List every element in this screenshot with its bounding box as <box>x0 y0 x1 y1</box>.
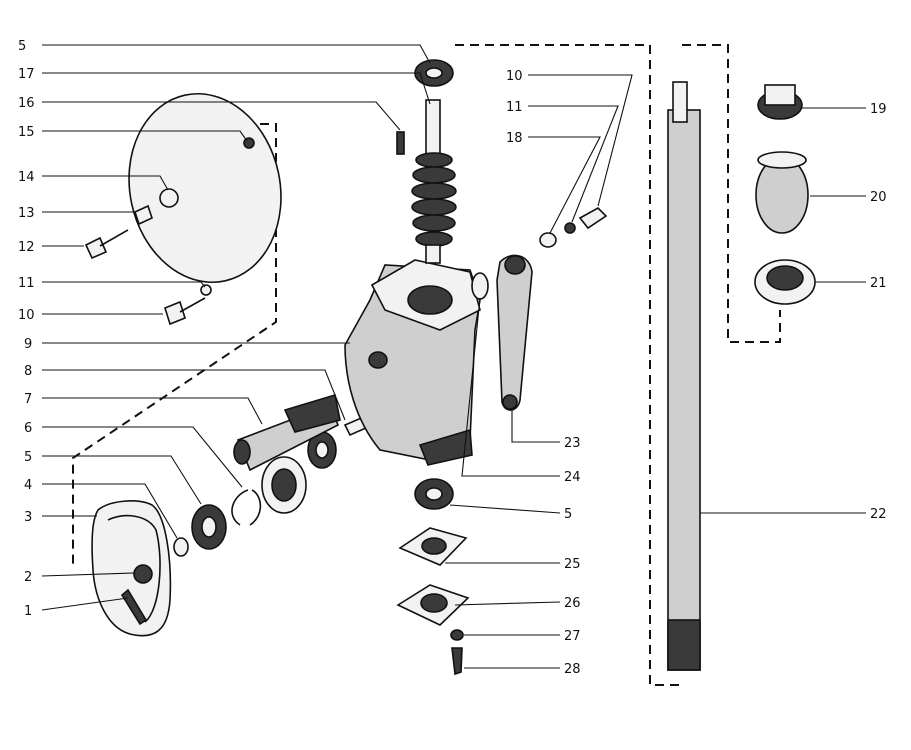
label-14: 14 <box>18 170 35 185</box>
column-fittings <box>754 84 816 305</box>
leader-lines <box>41 44 866 669</box>
label-27: 27 <box>564 629 581 644</box>
label-15: 15 <box>18 125 35 140</box>
label-23: 23 <box>564 436 581 451</box>
label-8: 8 <box>24 364 32 379</box>
labels-left: 5 17 16 15 14 13 12 11 10 9 8 7 6 5 4 3 … <box>18 39 35 619</box>
side-bearings <box>173 431 337 557</box>
label-28: 28 <box>564 662 581 677</box>
label-5-lower: 5 <box>564 507 572 522</box>
label-3: 3 <box>24 510 32 525</box>
label-18: 18 <box>506 131 523 146</box>
label-1: 1 <box>24 604 32 619</box>
label-17: 17 <box>18 67 35 82</box>
label-26: 26 <box>564 596 581 611</box>
sector-shaft <box>233 393 386 472</box>
label-20: 20 <box>870 190 887 205</box>
gearbox-housing <box>344 259 481 466</box>
label-24: 24 <box>564 470 581 485</box>
dashed-group-lines <box>72 44 781 686</box>
labels-right: 10 11 18 23 24 5 25 26 27 28 <box>506 69 581 677</box>
label-9: 9 <box>24 337 32 352</box>
cover-bolts <box>84 92 282 326</box>
label-10-left: 10 <box>18 308 35 323</box>
label-5-top: 5 <box>18 39 26 54</box>
labels-far-right: 19 20 21 22 <box>870 102 887 522</box>
label-4: 4 <box>24 478 32 493</box>
label-10-right: 10 <box>506 69 523 84</box>
label-2: 2 <box>24 570 32 585</box>
label-21: 21 <box>870 276 887 291</box>
pitman-arm <box>471 207 608 411</box>
cover-plate <box>91 500 172 637</box>
label-25: 25 <box>564 557 581 572</box>
label-12: 12 <box>18 240 35 255</box>
lower-bearing-and-caps <box>396 478 470 676</box>
label-13: 13 <box>18 206 35 221</box>
label-22: 22 <box>870 507 887 522</box>
worm-shaft <box>396 59 457 264</box>
label-6: 6 <box>24 421 32 436</box>
label-5-mid: 5 <box>24 450 32 465</box>
label-7: 7 <box>24 392 32 407</box>
label-11-right: 11 <box>506 100 523 115</box>
column-tube <box>667 81 701 671</box>
label-16: 16 <box>18 96 35 111</box>
label-11-left: 11 <box>18 276 35 291</box>
label-19: 19 <box>870 102 887 117</box>
